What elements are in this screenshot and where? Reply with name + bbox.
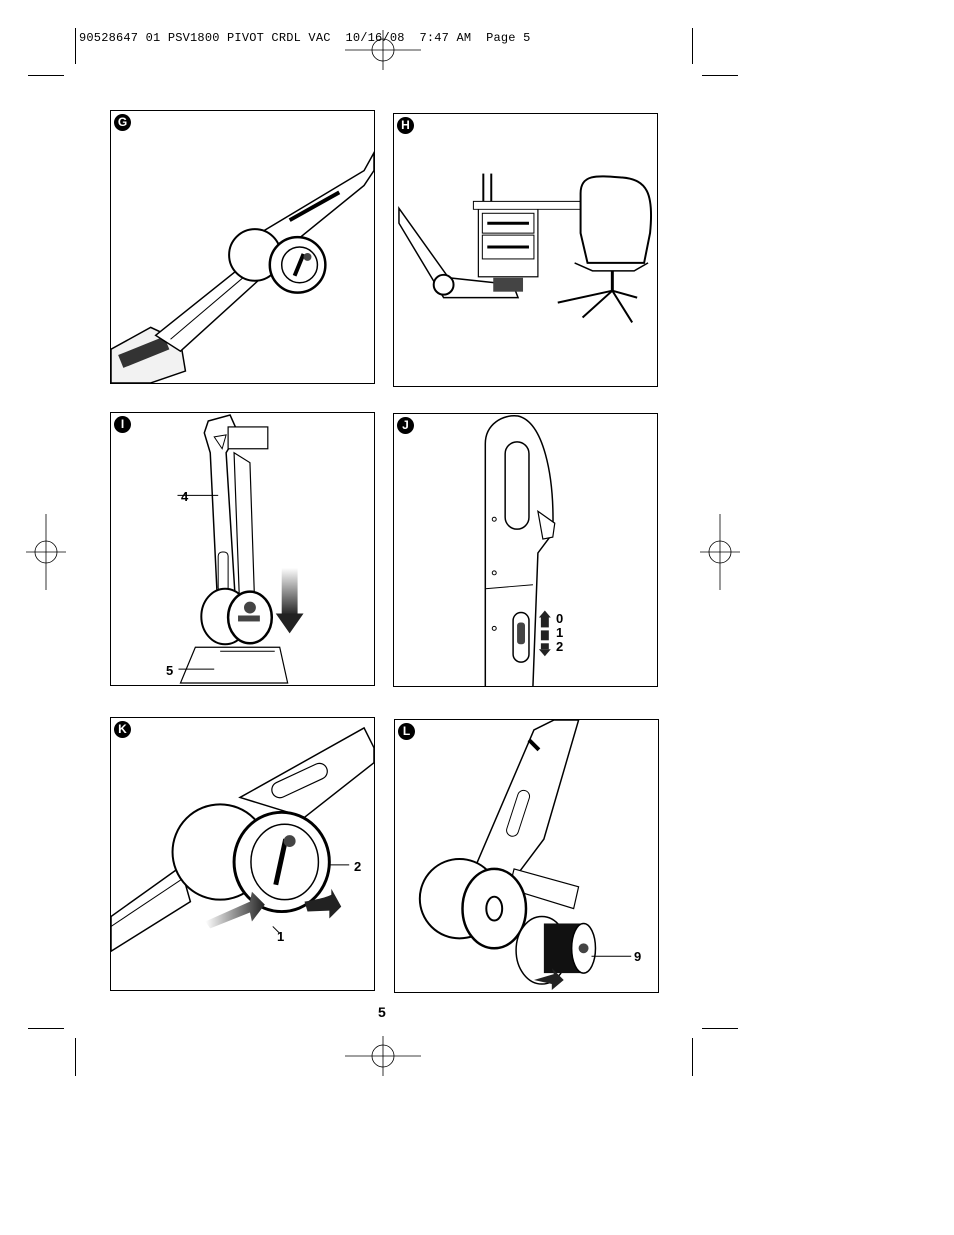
callout-1: 1 (277, 929, 285, 944)
figure-panel-g: G (110, 110, 375, 384)
callout-5: 5 (166, 663, 174, 678)
crop-mark (692, 28, 693, 64)
switch-position-0: 0 (556, 611, 564, 626)
crop-mark (75, 1038, 76, 1076)
vacuum-under-desk-illustration (398, 173, 652, 323)
crop-mark (692, 1038, 693, 1076)
panel-letter-badge: H (397, 117, 414, 134)
callout-4: 4 (181, 489, 189, 504)
registration-mark (700, 514, 740, 590)
figure-panel-k: 2 1 K (110, 717, 375, 991)
print-header: 90528647 01 PSV1800 PIVOT CRDL VAC 10/16… (79, 31, 531, 45)
panel-letter-badge: I (114, 416, 131, 433)
vacuum-floor-illustration (111, 151, 374, 383)
figure-panel-l: 9 L (394, 719, 659, 993)
registration-mark (26, 514, 66, 590)
figure-panel-j: 0 1 2 J (393, 413, 658, 687)
bowl-release-illustration (111, 726, 374, 953)
vacuum-handle-switch-illustration (484, 415, 556, 686)
filter-removal-illustration (418, 720, 632, 990)
panel-letter-badge: G (114, 114, 131, 131)
crop-mark (28, 75, 64, 76)
registration-mark (345, 30, 421, 70)
crop-mark (75, 28, 76, 64)
crop-mark (28, 1028, 64, 1029)
panel-letter-badge: K (114, 721, 131, 738)
switch-position-1: 1 (556, 625, 564, 640)
crop-mark (702, 1028, 738, 1029)
panel-letter-badge: L (398, 723, 415, 740)
callout-2: 2 (354, 859, 362, 874)
figure-panel-h: H (393, 113, 658, 387)
panel-letter-badge: J (397, 417, 414, 434)
crop-mark (702, 75, 738, 76)
figure-panel-i: 4 5 I (110, 412, 375, 686)
callout-9: 9 (634, 949, 642, 964)
vacuum-docking-illustration (177, 414, 304, 684)
page-number: 5 (378, 1004, 386, 1020)
registration-mark (345, 1036, 421, 1076)
switch-position-2: 2 (556, 639, 564, 654)
